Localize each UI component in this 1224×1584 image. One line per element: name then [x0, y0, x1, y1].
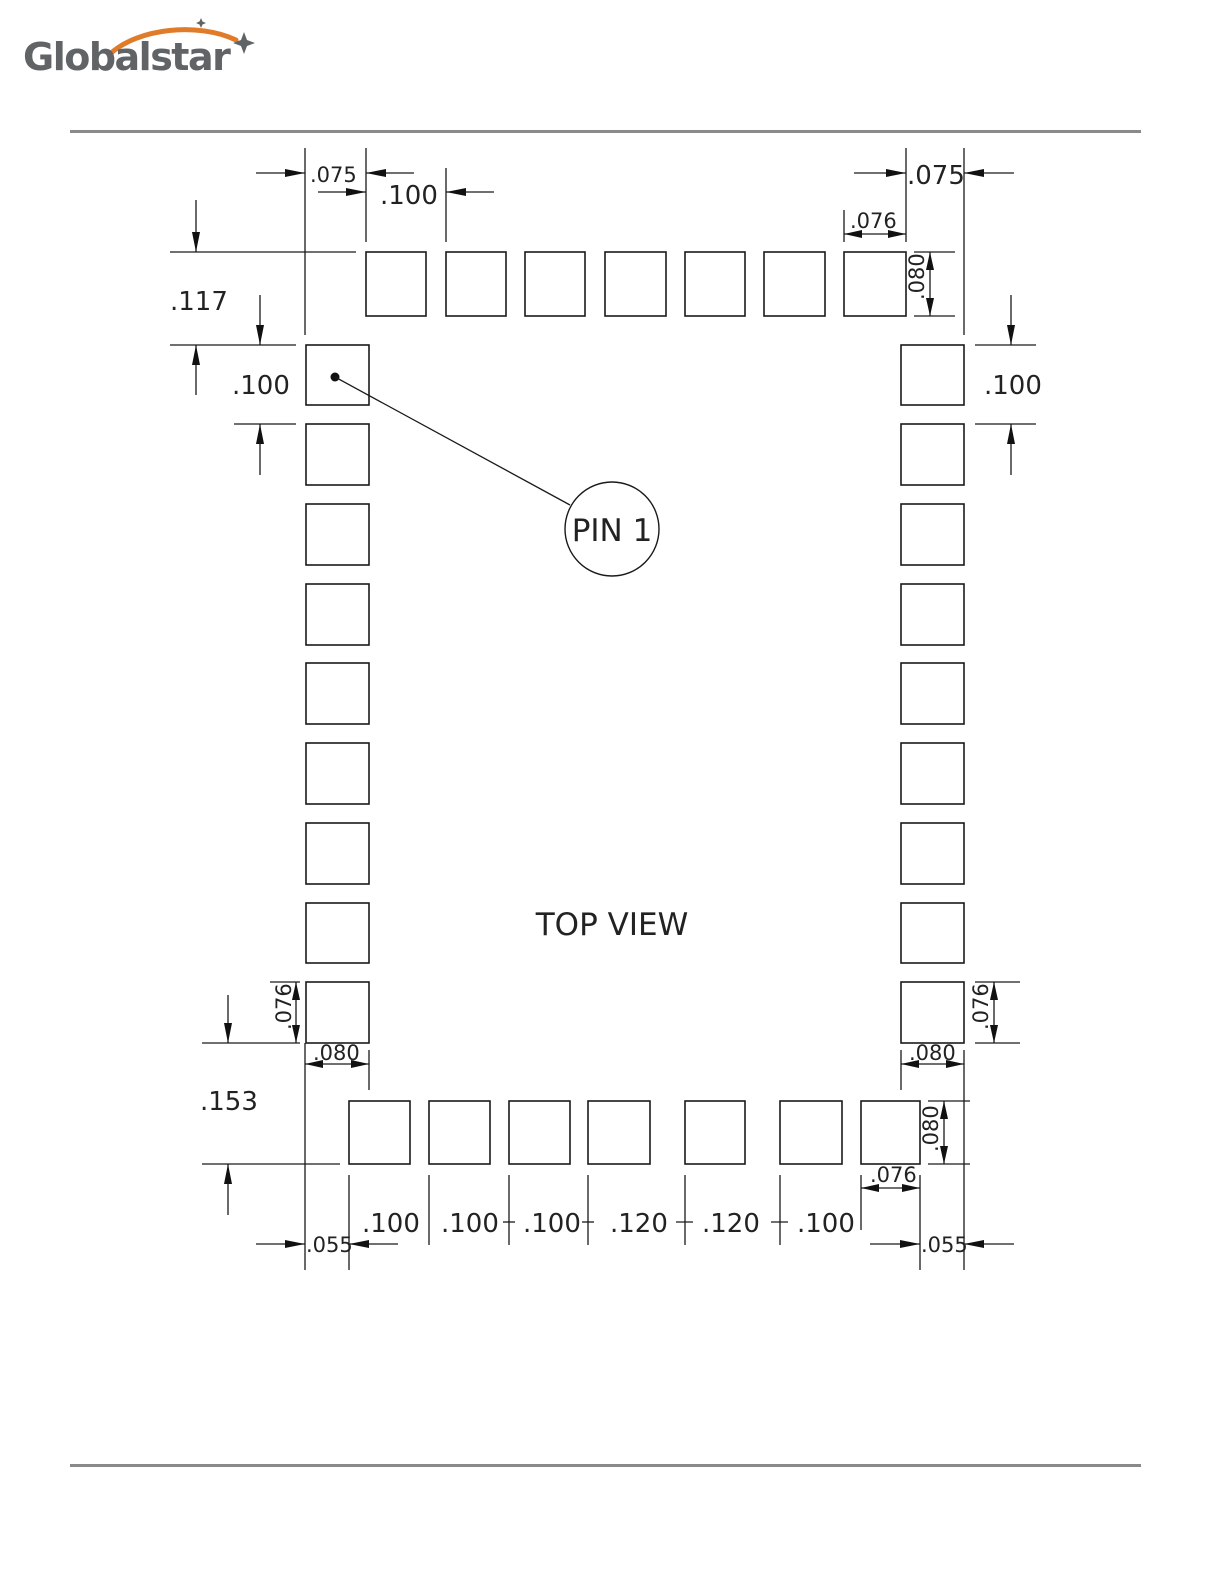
dim-left-top-offset: .117: [170, 287, 228, 317]
dim-top-left-offset: .075: [310, 163, 357, 187]
pad: [588, 1101, 650, 1164]
pad: [901, 424, 964, 485]
dim-bottom-right-pad-height: .080: [919, 1105, 943, 1152]
pad: [901, 823, 964, 884]
dim-right-bottom-pad-height: .076: [969, 983, 993, 1030]
pad: [306, 663, 369, 724]
pin-1-callout: PIN 1: [331, 373, 660, 577]
pad: [764, 252, 825, 316]
pad: [509, 1101, 570, 1164]
pad: [901, 982, 964, 1043]
top-pad-row: [366, 252, 906, 316]
dim-left-bottom-offset: .153: [200, 1087, 258, 1117]
pad: [306, 584, 369, 645]
bottom-pad-row: [349, 1101, 920, 1164]
dim-right-pitch: .100: [984, 371, 1042, 401]
dim-bottom-pitch: .100: [441, 1209, 499, 1239]
pad: [306, 743, 369, 804]
pad: [446, 252, 506, 316]
left-pad-column: [306, 345, 369, 1043]
pad: [306, 823, 369, 884]
pad: [861, 1101, 920, 1164]
pad: [780, 1101, 842, 1164]
dim-bottom-pitch: .120: [702, 1209, 760, 1239]
pad: [349, 1101, 410, 1164]
pad: [685, 1101, 745, 1164]
dim-left-pitch: .100: [232, 371, 290, 401]
dim-bottom-right-offset: .055: [921, 1233, 968, 1257]
dim-left-bottom-pad-width: .080: [313, 1041, 360, 1065]
pad: [901, 663, 964, 724]
pad: [901, 903, 964, 963]
dim-bottom-pitch: .100: [797, 1209, 855, 1239]
dim-bottom-pitch: .120: [610, 1209, 668, 1239]
pad: [525, 252, 585, 316]
pad: [901, 504, 964, 565]
dim-bottom-left-offset: .055: [306, 1233, 353, 1257]
view-label: TOP VIEW: [535, 907, 688, 943]
dim-top-right-offset: .075: [907, 161, 965, 191]
pad: [306, 903, 369, 963]
dim-right-bottom-pad-width: .080: [909, 1041, 956, 1065]
dim-bottom-right-pad-width: .076: [870, 1163, 917, 1187]
pin-1-label: PIN 1: [572, 513, 653, 549]
dim-top-pitch: .100: [380, 181, 438, 211]
dim-bottom-pitch: .100: [523, 1209, 581, 1239]
pad: [844, 252, 906, 316]
pad: [429, 1101, 490, 1164]
pad: [306, 424, 369, 485]
pad: [306, 504, 369, 565]
dim-top-right-pad-height: .080: [905, 253, 929, 300]
right-pad-column: [901, 345, 964, 1043]
pad: [901, 584, 964, 645]
pad: [605, 252, 666, 316]
dim-top-right-pad-width: .076: [850, 209, 897, 233]
pad: [901, 743, 964, 804]
pad: [306, 982, 369, 1043]
pad: [685, 252, 745, 316]
pad: [901, 345, 964, 405]
dim-left-bottom-pad-height: .076: [272, 983, 296, 1030]
dim-bottom-pitch: .100: [362, 1209, 420, 1239]
pad: [366, 252, 426, 316]
